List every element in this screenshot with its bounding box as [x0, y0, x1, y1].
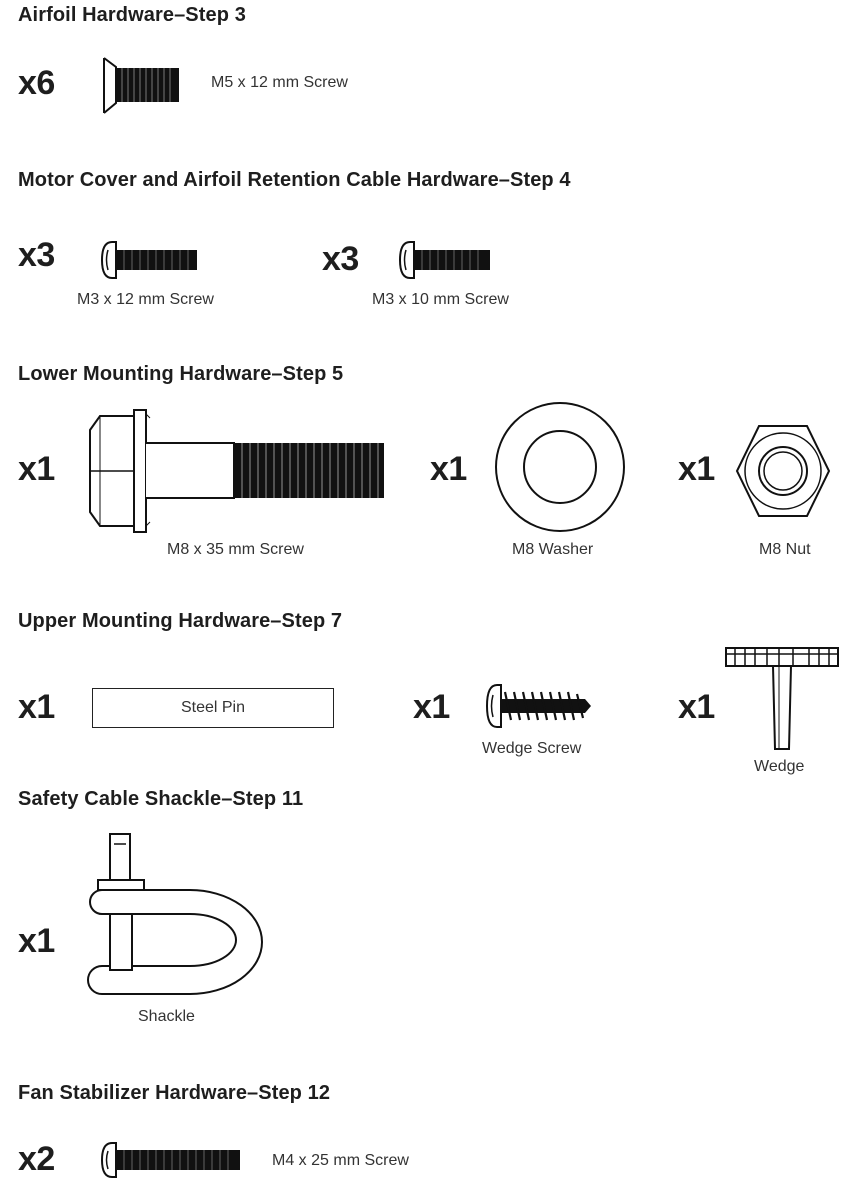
hex-flange-bolt-icon [89, 409, 384, 533]
wedge-screw-icon [485, 684, 591, 728]
item-label: Steel Pin [180, 699, 246, 716]
item-label: Wedge Screw [482, 740, 582, 757]
quantity: x1 [18, 450, 55, 488]
section-heading-safety-shackle: Safety Cable Shackle–Step 11 [18, 788, 304, 810]
section-heading-lower-mounting: Lower Mounting Hardware–Step 5 [18, 363, 344, 385]
item-label: M3 x 10 mm Screw [372, 291, 509, 308]
item-label: Shackle [138, 1008, 195, 1025]
quantity: x1 [18, 688, 55, 726]
quantity: x1 [18, 922, 55, 960]
item-label: M8 Washer [512, 541, 594, 558]
pan-head-screw-icon [398, 241, 490, 279]
quantity: x1 [678, 450, 715, 488]
item-label: M8 Nut [759, 541, 811, 558]
quantity: x1 [678, 688, 715, 726]
item-label: M5 x 12 mm Screw [211, 74, 348, 91]
quantity: x3 [18, 236, 55, 274]
shackle-icon [87, 833, 263, 995]
quantity: x1 [430, 450, 467, 488]
section-heading-upper-mounting: Upper Mounting Hardware–Step 7 [18, 610, 343, 632]
flat-head-screw-icon [103, 57, 179, 114]
item-label: Wedge [754, 758, 805, 775]
quantity: x3 [322, 240, 359, 278]
section-heading-airfoil: Airfoil Hardware–Step 3 [18, 4, 246, 26]
section-heading-motor-cover: Motor Cover and Airfoil Retention Cable … [18, 169, 571, 191]
steel-pin-icon: Steel Pin [92, 688, 334, 728]
quantity: x2 [18, 1140, 55, 1178]
pan-head-screw-icon [100, 241, 197, 279]
quantity: x1 [413, 688, 450, 726]
item-label: M4 x 25 mm Screw [272, 1152, 409, 1169]
section-heading-fan-stabilizer: Fan Stabilizer Hardware–Step 12 [18, 1082, 331, 1104]
item-label: M8 x 35 mm Screw [167, 541, 304, 558]
washer-icon [495, 402, 625, 532]
wedge-icon [725, 647, 839, 750]
quantity: x6 [18, 64, 55, 102]
pan-head-screw-icon [100, 1142, 240, 1178]
hex-nut-icon [735, 425, 831, 517]
item-label: M3 x 12 mm Screw [77, 291, 214, 308]
